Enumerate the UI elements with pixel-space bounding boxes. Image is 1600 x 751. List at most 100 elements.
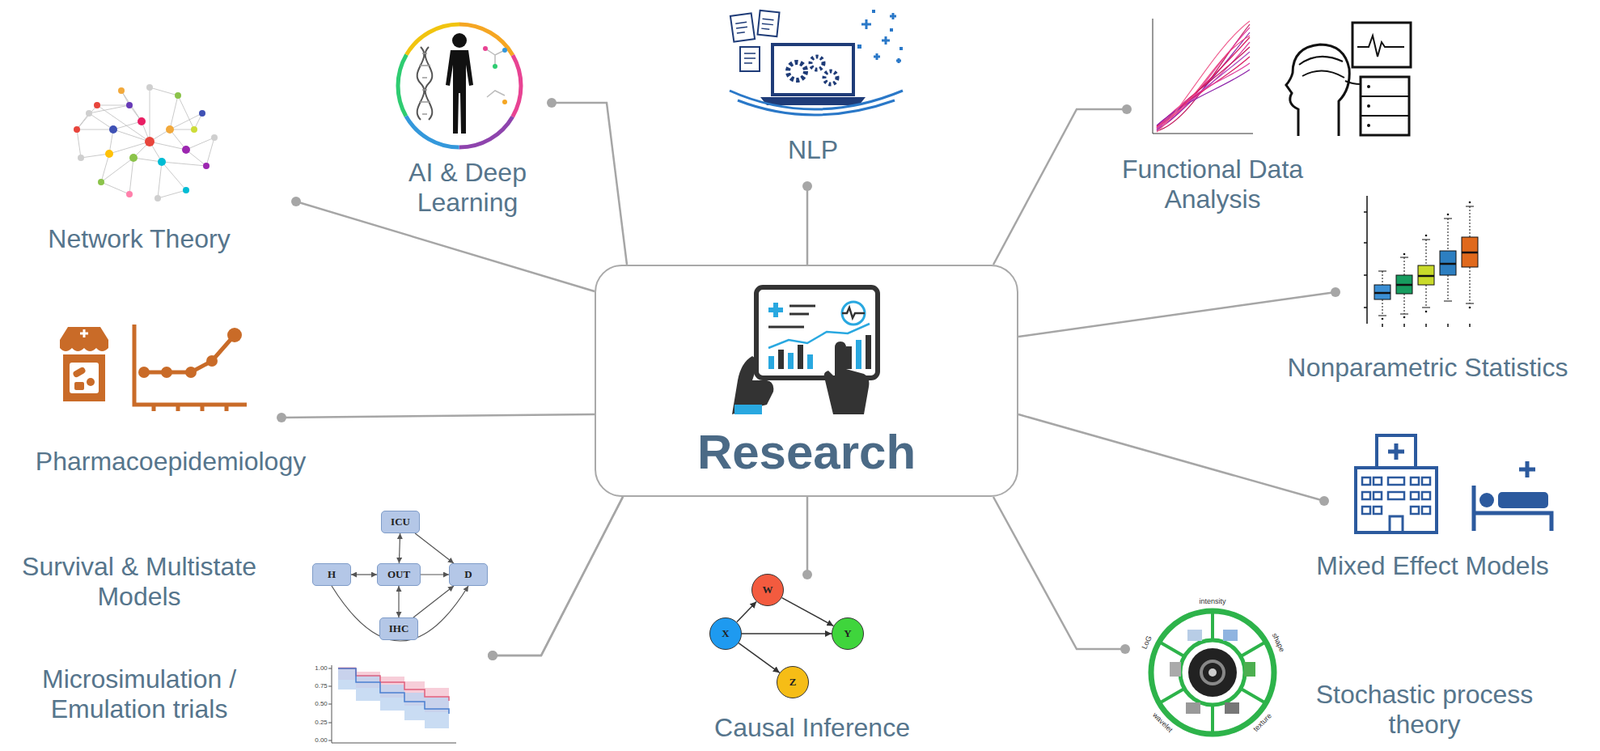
pharmacy-icon [59, 339, 109, 352]
node-text: H [327, 567, 336, 581]
ai-emblem [397, 24, 521, 148]
boxplot-chart [1417, 265, 1435, 285]
ai-emblem [485, 48, 505, 98]
network-graph [77, 154, 85, 161]
tablet-icon [842, 301, 865, 325]
state-box: ICU [380, 510, 420, 534]
eeg-icon [1352, 22, 1411, 68]
laptop-icon [757, 10, 779, 37]
laptop-icon [772, 44, 854, 95]
topic-text: Functional Data Analysis [1103, 154, 1322, 215]
tablet-icon [768, 302, 784, 318]
radiomics-wheel [1159, 610, 1266, 734]
network-graph [182, 145, 191, 154]
boxplot-chart [1378, 206, 1474, 316]
trend-chart [185, 366, 197, 378]
topic-label: NLP [756, 135, 870, 166]
tablet-icon [807, 354, 813, 369]
causal-arrow [782, 597, 834, 627]
axis-tick: 0.75 [314, 682, 328, 690]
tablet-icon [768, 305, 816, 327]
curves-chart [1152, 18, 1253, 134]
spoke-line [993, 109, 1127, 265]
trend-chart [160, 366, 173, 378]
laptop-icon [871, 9, 876, 13]
hospital-icon [1422, 491, 1431, 500]
network-graph [109, 125, 118, 134]
ai-emblem [419, 53, 431, 115]
tablet-icon [855, 339, 862, 369]
pharmacy-icon [59, 326, 109, 402]
curves-chart [1156, 21, 1250, 132]
feature-label: texture [1252, 711, 1274, 733]
tablet-icon [842, 307, 865, 318]
boxplot-chart [1382, 206, 1470, 316]
hospital-icon [1362, 477, 1371, 485]
network-graph [182, 186, 190, 194]
network-graph [144, 136, 155, 147]
spoke-line [806, 496, 809, 575]
hub-box: Research [594, 264, 1019, 497]
survival-curve [328, 664, 457, 743]
hospital-icon [1355, 467, 1437, 533]
hospital-icon [1410, 491, 1419, 500]
ai-emblem [492, 63, 498, 69]
eeg-icon [1367, 104, 1371, 108]
network-graph [211, 134, 218, 141]
bed-icon [1498, 491, 1549, 508]
dag-circle: Z [776, 665, 809, 699]
boxplot-chart [1425, 310, 1428, 314]
state-box: H [312, 562, 352, 586]
topic-text: Nonparametric Statistics [1265, 352, 1590, 383]
laptop-icon [735, 21, 749, 34]
dag-circle: X [709, 617, 742, 650]
hospital-icon [1355, 435, 1437, 533]
spoke-dot [802, 569, 813, 580]
network-graph [198, 110, 206, 117]
ai-emblem [417, 46, 433, 120]
topic-text: Microsimulation / Emulation trials [17, 664, 261, 724]
ai-emblem [502, 99, 508, 105]
network-graph [157, 157, 166, 166]
laptop-icon [744, 53, 756, 64]
boxplot-chart [1403, 316, 1406, 319]
ai-emblem [445, 50, 474, 134]
radiomics-wheel [1208, 668, 1217, 677]
network-graph [76, 87, 215, 199]
curves-chart [1156, 46, 1250, 127]
network-graph [190, 126, 198, 133]
laptop-icon [889, 28, 894, 32]
bed-icon [1473, 461, 1552, 531]
tablet-icon [734, 404, 762, 415]
feature-label: shape [1270, 631, 1287, 653]
axis-tick: 1.00 [314, 664, 328, 672]
boxplot-chart [1363, 195, 1478, 327]
curves-chart [1156, 56, 1250, 127]
trend-chart [138, 366, 150, 378]
hospital-icon [1373, 477, 1382, 485]
network-graph [126, 190, 133, 198]
spoke-dot [1120, 643, 1131, 654]
tablet-icon [787, 352, 794, 369]
spoke-line [492, 496, 623, 656]
axis-tick: 0.50 [314, 700, 328, 707]
laptop-icon [760, 97, 866, 106]
network-graph [97, 178, 105, 186]
topic-text: Pharmacoepidemiology [12, 446, 329, 477]
curves-chart [1156, 35, 1250, 127]
radiomics-wheel [1187, 629, 1203, 641]
ai-emblem [502, 47, 508, 53]
topic-text: Network Theory [17, 224, 261, 254]
eeg-icon [1299, 56, 1345, 78]
node-text: IHC [389, 622, 410, 635]
spoke-dot [487, 650, 498, 661]
pharmacy-icon [71, 366, 87, 379]
network-graph [73, 126, 81, 133]
topic-label: Survival & Multistate Models [1, 551, 277, 612]
ai-emblem [397, 24, 521, 148]
spoke-line [1018, 414, 1325, 501]
network-graph [165, 125, 174, 134]
hub-title: Research [697, 423, 916, 481]
node-text: D [464, 567, 472, 581]
hospital-icon [1422, 477, 1431, 485]
